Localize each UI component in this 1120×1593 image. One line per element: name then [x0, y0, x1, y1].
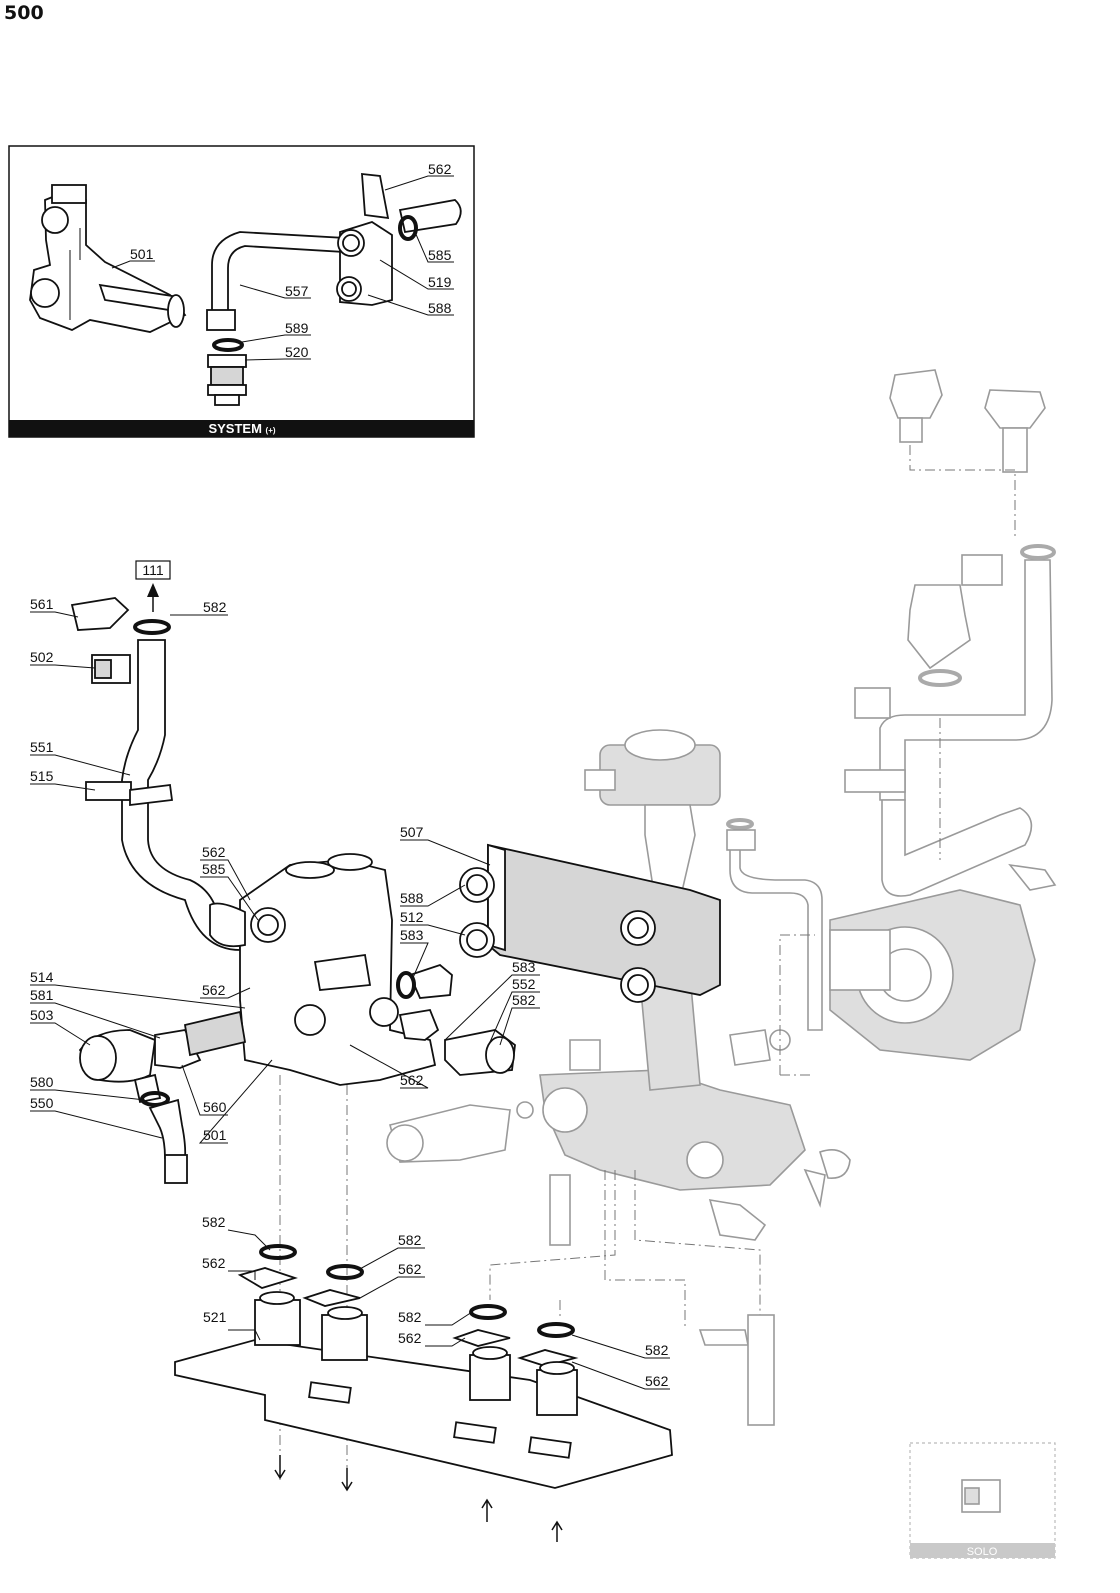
callout-582-d: 582 [645, 1342, 669, 1358]
callout-585: 585 [202, 861, 226, 877]
part-562-clip-a [237, 1267, 298, 1289]
callout-501: 501 [130, 246, 154, 262]
callout-503: 503 [30, 1007, 54, 1023]
callout-512: 512 [400, 909, 424, 925]
callout-502: 502 [30, 649, 54, 665]
part-580-oring [140, 1091, 170, 1107]
callout-551: 551 [30, 739, 54, 755]
part-582-oring-b [326, 1264, 364, 1280]
callout-582-b: 582 [398, 1232, 422, 1248]
callout-581: 581 [30, 987, 54, 1003]
callout-562-b: 562 [398, 1261, 422, 1277]
callout-582-top: 582 [203, 599, 227, 615]
part-519-manifold [336, 172, 418, 306]
callout-582-c: 582 [398, 1309, 422, 1325]
part-582-oring-a [259, 1244, 297, 1260]
callout-520: 520 [285, 344, 309, 360]
page-title: 500 [4, 2, 44, 24]
callout-560: 560 [203, 1099, 227, 1115]
inset-footer-label: SYSTEM [208, 421, 261, 436]
callout-515: 515 [30, 768, 54, 784]
part-562-clip-d [517, 1349, 579, 1367]
callout-550: 550 [30, 1095, 54, 1111]
solo-corner-panel: SOLO [909, 1442, 1056, 1559]
svg-text:111: 111 [142, 562, 163, 578]
solo-panel-label: SOLO [967, 1546, 998, 1558]
part-501-inset [29, 184, 187, 333]
reference-box-111: 111 [135, 560, 171, 612]
part-582-oring-d [537, 1322, 575, 1338]
part-550-elbow [148, 1098, 188, 1184]
callout-561: 561 [30, 596, 54, 612]
callout-562-a: 562 [202, 1255, 226, 1271]
callout-562-left: 562 [202, 982, 226, 998]
callout-589: 589 [285, 320, 309, 336]
ghosted-context-parts [386, 369, 1057, 1426]
callout-583: 583 [400, 927, 424, 943]
callout-582-mid: 582 [512, 992, 536, 1008]
svg-text:SYSTEM (+): SYSTEM (+) [208, 421, 275, 436]
part-501-hydraulic-block [239, 853, 437, 1086]
callout-519: 519 [428, 274, 452, 290]
part-561-clip [70, 597, 130, 631]
part-502-sensor [91, 654, 131, 684]
callout-562-right: 562 [400, 1072, 424, 1088]
part-552-valve [398, 1008, 516, 1076]
callout-562-d: 562 [645, 1373, 669, 1389]
callout-588: 588 [428, 300, 452, 316]
system-inset-panel: SYSTEM (+) [8, 145, 475, 438]
part-512-valve [396, 963, 453, 999]
callout-514: 514 [30, 969, 54, 985]
callout-501: 501 [203, 1127, 227, 1143]
part-582-oring-c [469, 1304, 507, 1320]
callout-552: 552 [512, 976, 536, 992]
part-589-oring [212, 338, 244, 352]
callout-562: 562 [428, 161, 452, 177]
part-520-nipple [207, 354, 247, 406]
part-582-oring-top [133, 619, 171, 635]
callout-583-b: 583 [512, 959, 536, 975]
callout-588: 588 [400, 890, 424, 906]
part-507-heat-exchanger [459, 843, 721, 1003]
part-562-clip-c [452, 1329, 511, 1347]
callout-557: 557 [285, 283, 309, 299]
callout-580: 580 [30, 1074, 54, 1090]
callout-507: 507 [400, 824, 424, 840]
callout-585: 585 [428, 247, 452, 263]
callout-562-mid: 562 [202, 844, 226, 860]
callout-562-c: 562 [398, 1330, 422, 1346]
callout-582-a: 582 [202, 1214, 226, 1230]
part-503-fitting [78, 1010, 247, 1104]
part-515-bracket [85, 781, 132, 801]
callout-521: 521 [203, 1309, 227, 1325]
part-562-clip-b [302, 1289, 361, 1307]
part-521-baseplate [174, 1291, 673, 1489]
inset-footer-suffix: (+) [266, 426, 276, 435]
